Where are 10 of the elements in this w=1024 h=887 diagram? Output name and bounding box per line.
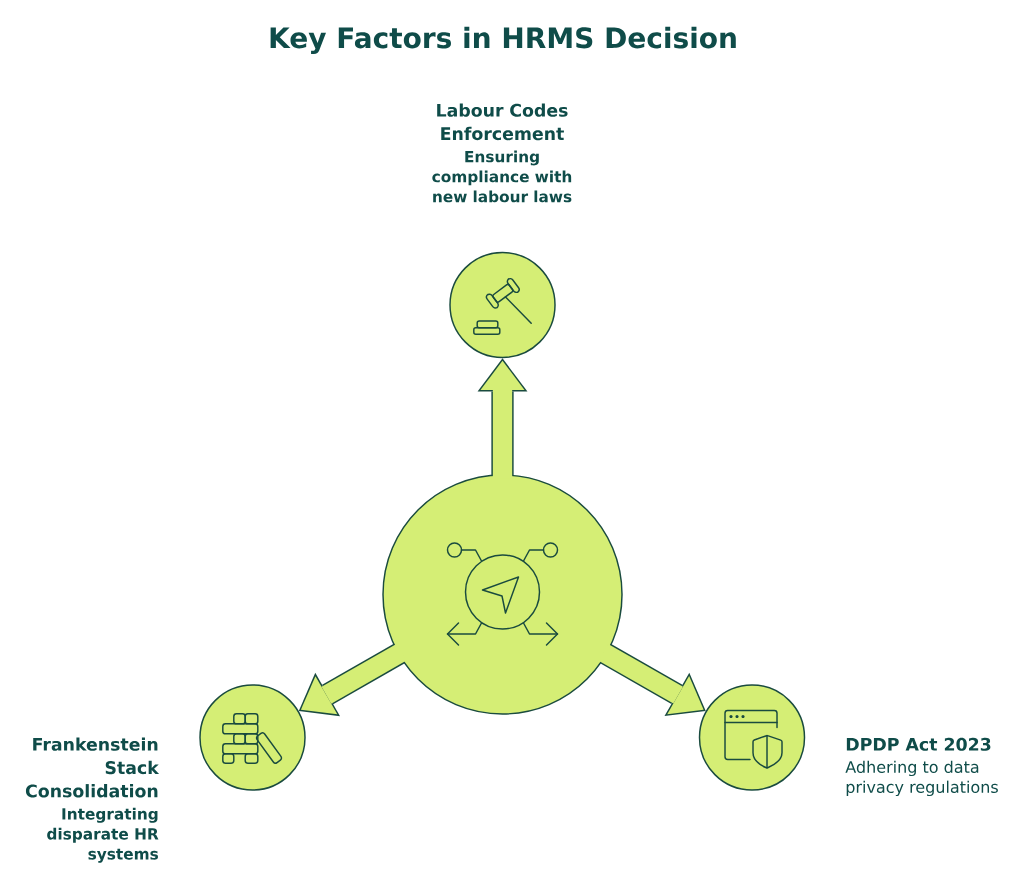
- description-text: Ensuring compliance with new labour laws: [432, 150, 572, 203]
- title: Key Factors in HRMS Decision: [270, 26, 736, 55]
- heading-text: DPDP Act 2023: [846, 737, 991, 751]
- arrow: [598, 643, 706, 717]
- heading-text: Labour Codes Enforcement: [437, 103, 568, 141]
- arrow: [477, 358, 528, 479]
- description-text: Integrating disparate HR systems: [47, 807, 159, 863]
- description-text: Adhering to data privacy regulations: [845, 760, 998, 797]
- arrow: [298, 643, 407, 717]
- heading-text: Frankenstein Stack Consolidation: [25, 737, 160, 798]
